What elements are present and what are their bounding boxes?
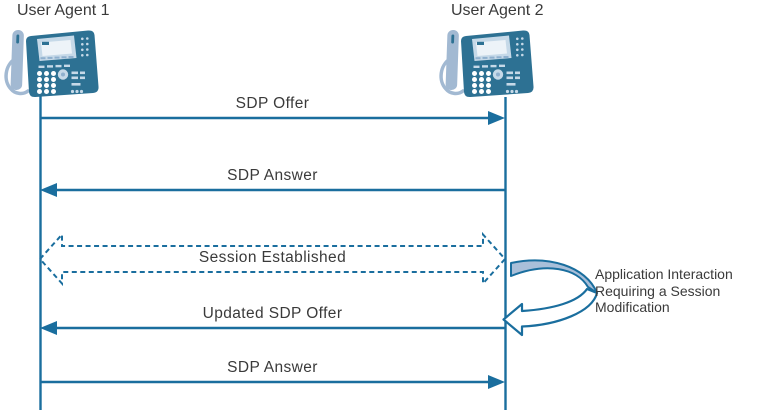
annotation-line-2: Requiring a Session: [595, 282, 721, 299]
message-arrow-sdp-answer-2: [40, 375, 505, 389]
annotation-text: Application Interaction Requiring a Sess…: [595, 266, 733, 316]
session-established-double-arrow: [38, 231, 507, 287]
annotation-line-1: Application Interaction: [595, 266, 733, 282]
message-arrow-updated-sdp-offer: [40, 321, 505, 335]
actor-label-user-agent-2: User Agent 2: [451, 2, 544, 19]
message-label-sdp-offer: SDP Offer: [235, 95, 310, 112]
message-label-sdp-answer: SDP Answer: [227, 167, 318, 184]
ip-phone-icon: [439, 28, 536, 99]
annotation-line-3: Modification: [595, 299, 670, 315]
actor-label-user-agent-1: User Agent 1: [17, 2, 110, 19]
message-arrow-sdp-offer: [40, 111, 505, 125]
ip-phone-icon: [4, 28, 101, 99]
message-label-session-established: Session Established: [198, 249, 347, 266]
message-label-updated-sdp-offer: Updated SDP Offer: [202, 305, 343, 322]
message-arrow-sdp-answer: [40, 183, 505, 197]
loop-arrow-icon: [502, 259, 599, 337]
message-label-sdp-answer-2: SDP Answer: [227, 359, 318, 376]
